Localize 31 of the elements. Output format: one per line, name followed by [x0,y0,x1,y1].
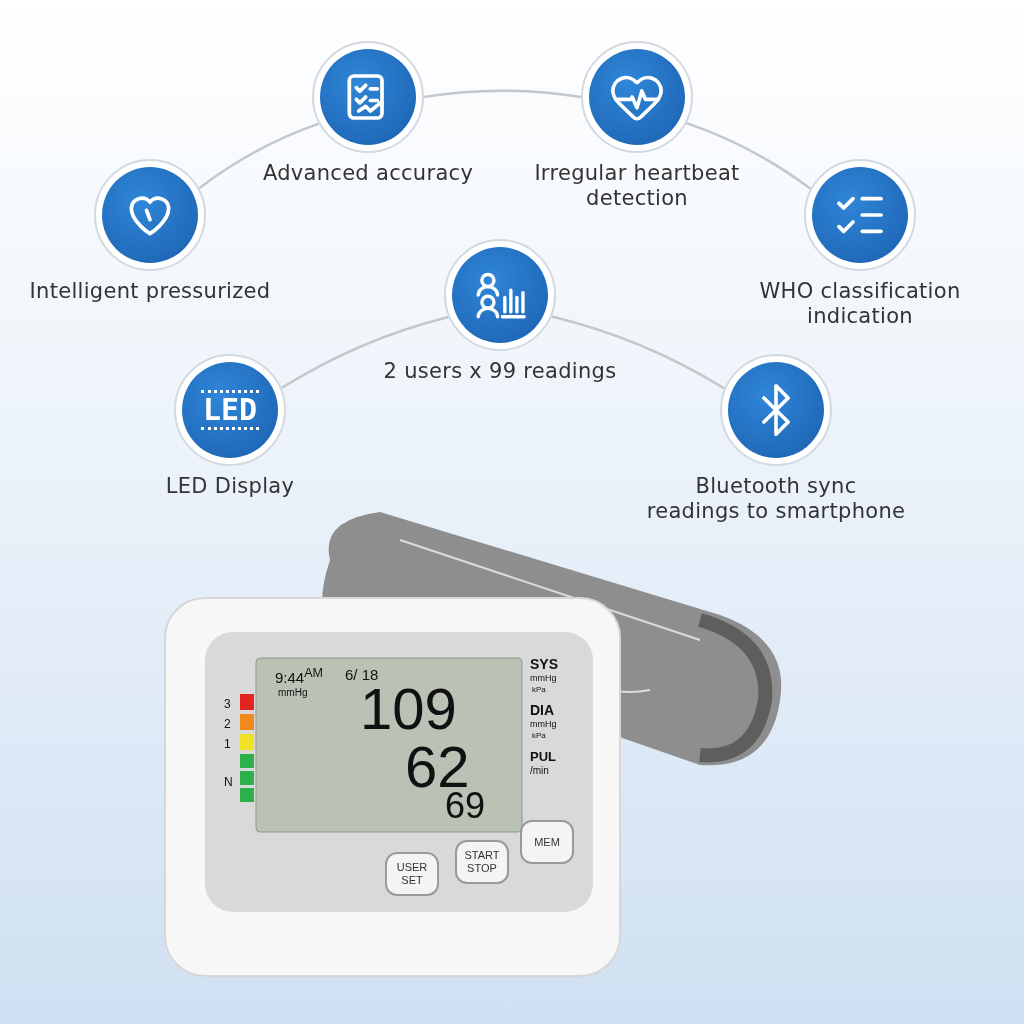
time-readout: 9:44$^{AM}$ [275,667,323,685]
dia-label: DIA [530,703,555,717]
unit-label: mmHg [278,688,308,698]
mem-button: MEM [520,820,574,864]
connector-line [686,122,812,190]
connector-line [551,315,725,390]
level-number: N [224,776,233,788]
unit-label: kPa [532,732,546,740]
level-number: 1 [224,738,231,750]
sys-label: SYS [530,657,558,671]
systolic-reading: 109 [360,680,457,738]
level-number: 3 [224,698,231,710]
feature-label: WHO classification indication [758,279,962,329]
unit-label: kPa [532,686,546,694]
feature-label: Irregular heartbeat detection [533,161,741,211]
connector-line [198,122,320,190]
pul-label: PUL [530,750,556,763]
feature-label: Advanced accuracy [262,161,474,186]
feature-label: 2 users x 99 readings [383,359,617,384]
feature-label: LED Display [165,474,295,499]
connector-line [423,89,582,99]
start-stop-button: START STOP [455,840,509,884]
unit-label: /min [530,766,549,776]
unit-label: mmHg [530,720,557,729]
feature-label: Intelligent pressurized [29,279,271,304]
level-number: 2 [224,718,231,730]
unit-label: mmHg [530,674,557,683]
date-readout: 6/ 18 [345,667,379,682]
feature-label: Bluetooth sync readings to smartphone [646,474,906,524]
user-set-button: USER SET [385,852,439,896]
connector-line [280,315,449,390]
